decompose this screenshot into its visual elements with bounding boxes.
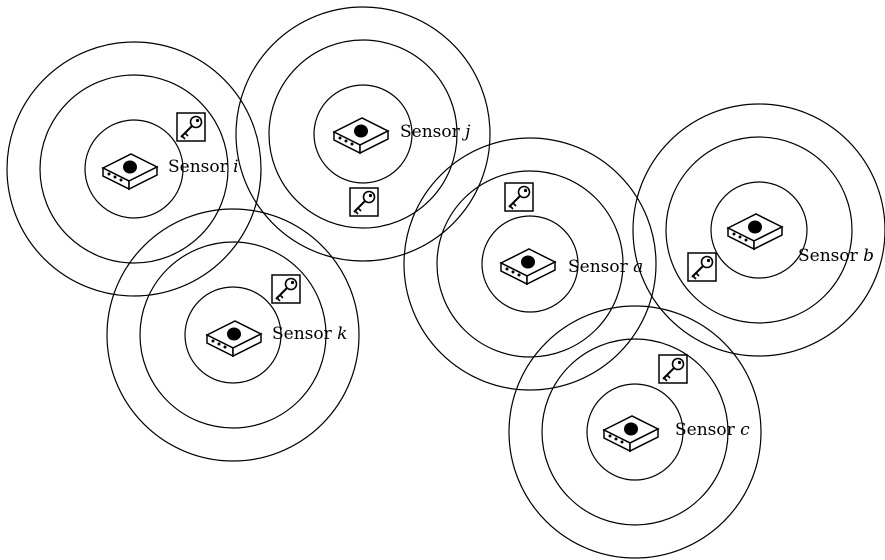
sensor-group-c: Sensor c — [508, 305, 762, 559]
sensor-label-k: Sensor k — [272, 324, 347, 344]
range-ring-outer — [6, 41, 262, 297]
range-ring-outer — [632, 103, 885, 357]
sensor-device-icon — [206, 320, 262, 357]
range-ring-inner — [184, 286, 282, 384]
sensor-label-i: Sensor i — [168, 157, 239, 177]
sensor-group-i: Sensor i — [6, 41, 262, 297]
sensor-group-k: Sensor k — [106, 208, 360, 462]
range-ring-middle — [436, 170, 624, 358]
sensor-device-icon — [603, 415, 659, 452]
sensor-label-j: Sensor j — [400, 122, 471, 142]
range-ring-inner — [313, 84, 413, 184]
range-ring-middle — [665, 136, 853, 324]
range-ring-middle — [139, 241, 327, 429]
key-icon — [176, 112, 206, 142]
range-ring-outer — [508, 305, 762, 559]
range-ring-middle — [268, 39, 458, 229]
range-ring-inner — [710, 181, 808, 279]
sensor-device-icon — [333, 117, 389, 154]
range-ring-middle — [39, 74, 229, 264]
range-ring-outer — [403, 137, 657, 391]
sensor-device-icon — [500, 248, 556, 285]
sensor-label-a: Sensor a — [568, 257, 643, 277]
range-ring-inner — [84, 119, 184, 219]
sensor-group-b: Sensor b — [632, 103, 885, 357]
range-ring-middle — [541, 338, 729, 526]
key-icon — [349, 187, 379, 217]
sensor-device-icon — [102, 153, 158, 190]
key-icon — [271, 274, 301, 304]
sensor-device-icon — [727, 213, 783, 250]
range-ring-inner — [586, 383, 684, 481]
range-ring-inner — [481, 215, 579, 313]
sensor-group-j: Sensor j — [235, 6, 491, 262]
key-icon — [658, 354, 688, 384]
range-ring-outer — [106, 208, 360, 462]
sensor-label-b: Sensor b — [798, 246, 874, 266]
range-ring-outer — [235, 6, 491, 262]
key-icon — [504, 182, 534, 212]
sensor-group-a: Sensor a — [403, 137, 657, 391]
sensor-label-c: Sensor c — [675, 420, 750, 440]
key-icon — [687, 252, 717, 282]
